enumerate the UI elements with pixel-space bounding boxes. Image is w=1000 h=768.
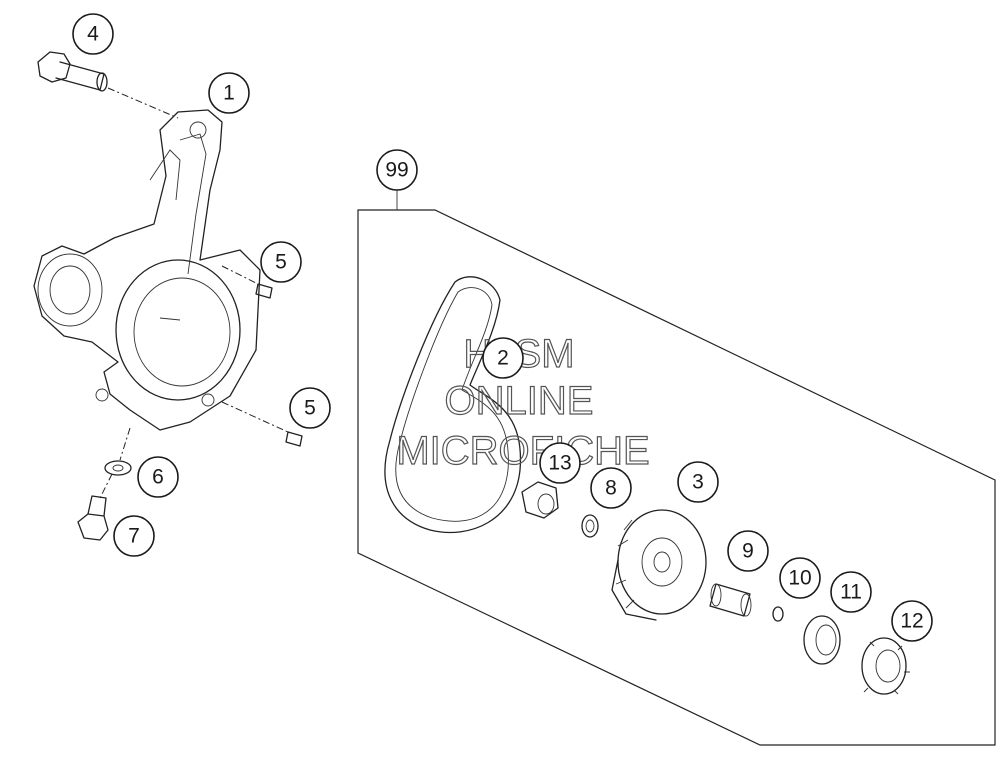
callout-5-upper-label: 5 xyxy=(275,251,287,274)
watermark: HLSM ONLINE MICROFICHE xyxy=(396,331,651,473)
leader-5a xyxy=(221,265,259,285)
callout-7[interactable]: 7 xyxy=(113,515,155,557)
leader-7 xyxy=(99,473,113,499)
callout-12-label: 12 xyxy=(900,610,923,633)
callout-12[interactable]: 12 xyxy=(891,600,933,642)
sleeve-part xyxy=(521,481,559,519)
callout-99-label: 99 xyxy=(385,159,408,182)
callout-8-label: 8 xyxy=(605,477,617,500)
callout-13-label: 13 xyxy=(548,452,571,475)
shaft-part xyxy=(709,583,752,617)
kit-outline xyxy=(357,209,996,746)
callout-9-label: 9 xyxy=(742,540,754,563)
callout-1[interactable]: 1 xyxy=(208,72,250,114)
callout-11-label: 11 xyxy=(840,581,862,604)
dowel-pin-lower xyxy=(285,431,303,447)
drain-screw-part xyxy=(77,495,109,541)
callout-13[interactable]: 13 xyxy=(539,442,581,484)
callout-8[interactable]: 8 xyxy=(590,467,632,509)
callout-5-lower[interactable]: 5 xyxy=(289,387,331,429)
callout-11[interactable]: 11 xyxy=(830,571,872,613)
callout-3[interactable]: 3 xyxy=(677,461,719,503)
callout-6-label: 6 xyxy=(152,466,164,489)
callout-9[interactable]: 9 xyxy=(727,530,769,572)
leader-5b xyxy=(221,401,289,433)
shaft-seal-part xyxy=(861,637,910,695)
callout-5-upper[interactable]: 5 xyxy=(260,241,302,283)
washer-part xyxy=(104,460,132,476)
callout-10-label: 10 xyxy=(788,567,811,590)
o-ring-part xyxy=(581,514,599,538)
impeller-part xyxy=(611,509,707,621)
callout-2-label: 2 xyxy=(497,347,509,370)
bolt-part xyxy=(37,51,108,92)
seal-ring-part xyxy=(803,615,841,665)
pump-cover-part xyxy=(33,109,261,431)
callout-2[interactable]: 2 xyxy=(482,337,524,379)
belt-part xyxy=(384,276,522,534)
callout-7-label: 7 xyxy=(128,525,140,548)
callout-4[interactable]: 4 xyxy=(72,13,114,55)
callout-3-label: 3 xyxy=(692,471,704,494)
callout-1-label: 1 xyxy=(223,82,235,105)
callout-6[interactable]: 6 xyxy=(137,456,179,498)
leader-6 xyxy=(119,427,131,461)
leader-4 xyxy=(107,87,179,119)
watermark-line3: MICROFICHE xyxy=(396,429,649,473)
dowel-pin-upper xyxy=(255,283,273,299)
callout-99[interactable]: 99 xyxy=(376,149,418,191)
callout-10[interactable]: 10 xyxy=(779,557,821,599)
callout-5-lower-label: 5 xyxy=(304,397,316,420)
small-o-ring-part xyxy=(772,606,784,622)
watermark-line2: ONLINE xyxy=(445,379,594,423)
callout-4-label: 4 xyxy=(87,23,99,46)
